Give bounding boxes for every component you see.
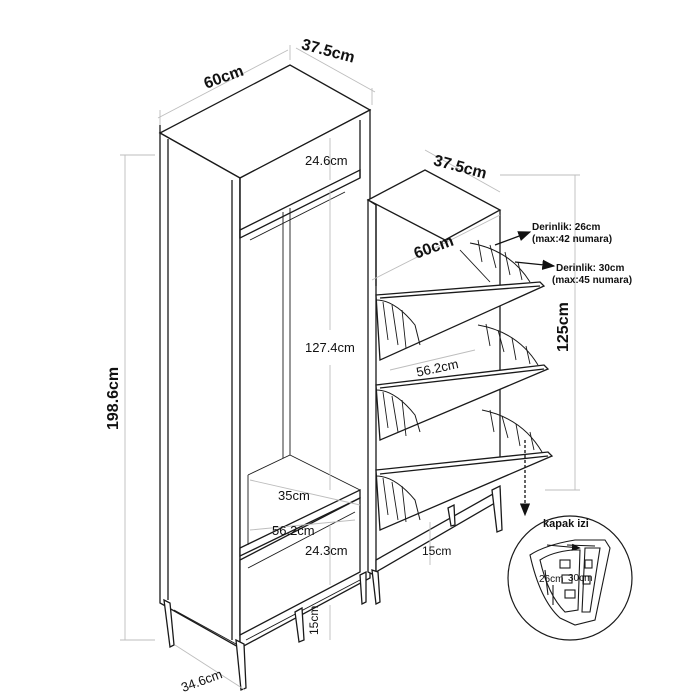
wardrobe-leg-back-right — [359, 570, 367, 606]
flap-detail-labels: kapak izi 26cm 30cm — [539, 518, 592, 585]
wardrobe-inner-width-label: 56.2cm — [272, 523, 315, 538]
depth-note-2-sub: (max:45 numara) — [552, 275, 632, 286]
pointer-arrows — [494, 231, 556, 517]
depth-note-1: Derinlik: 26cm — [532, 222, 600, 233]
shoe-flap-2 — [375, 323, 550, 441]
shoe-flap-3 — [375, 409, 554, 531]
wardrobe-top-shelf-label: 24.6cm — [305, 153, 348, 168]
flap-detail-depth-small: 26cm — [539, 574, 563, 585]
wardrobe-height-label: 198.6cm — [105, 367, 122, 430]
shoe-flap-icon — [529, 539, 611, 626]
shoe-cabinet-leg-height-label: 15cm — [422, 544, 451, 558]
shoe-flap-1 — [375, 239, 546, 361]
wardrobe-leg-front-right — [235, 638, 247, 691]
dimension-lines — [120, 45, 580, 691]
shoe-cabinet-width-label: 60cm — [412, 233, 456, 263]
wardrobe-hanging-label: 127.4cm — [305, 340, 355, 355]
wardrobe-front — [159, 131, 241, 650]
depth-note-1-sub: (max:42 numara) — [532, 234, 612, 245]
shoe-cabinet-front — [367, 198, 377, 578]
shoe-cabinet-leg-left — [371, 569, 381, 605]
wardrobe-leg-height-label: 15cm — [307, 606, 321, 635]
wardrobe-base-depth-label: 34.6cm — [179, 666, 224, 695]
shoe-cabinet — [366, 169, 554, 605]
wardrobe-drawer-height-label: 24.3cm — [305, 543, 348, 558]
arrow-icon — [494, 231, 532, 246]
wardrobe-depth-label: 37.5cm — [300, 36, 357, 66]
depth-note-2: Derinlik: 30cm — [556, 263, 624, 274]
shoe-cabinet-leg-right — [491, 484, 503, 533]
flap-detail-title: kapak izi — [543, 518, 589, 530]
wardrobe-leg-front-left — [163, 598, 175, 648]
wardrobe-width-label: 60cm — [202, 63, 246, 93]
wardrobe-lower-depth-label: 35cm — [278, 488, 310, 503]
shoe-cabinet-height-label: 125cm — [555, 302, 572, 352]
flap-detail-inset — [507, 515, 633, 641]
flap-detail-depth-large: 30cm — [568, 573, 592, 584]
arrow-icon — [514, 259, 556, 270]
